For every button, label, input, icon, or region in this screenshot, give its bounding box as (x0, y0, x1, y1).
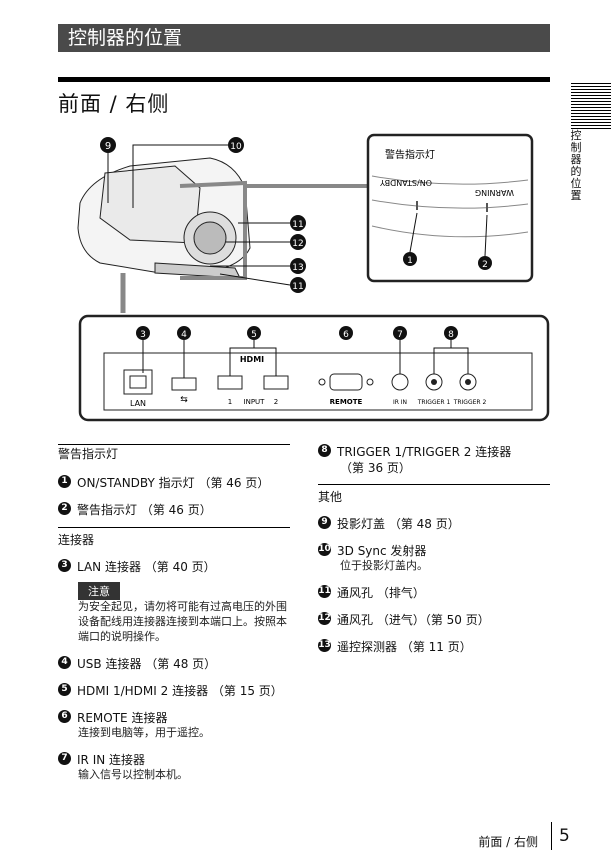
footer-section-name: 前面 / 右侧 (478, 835, 538, 849)
note-badge: 注意 (78, 580, 120, 600)
svg-text:IR IN: IR IN (393, 399, 407, 406)
svg-text:TRIGGER 2: TRIGGER 2 (453, 399, 487, 406)
svg-text:12: 12 (292, 239, 303, 249)
svg-text:2: 2 (482, 260, 488, 270)
section-other: 其他 (318, 490, 343, 504)
svg-text:3: 3 (140, 330, 146, 340)
callout-10: 10 (132, 137, 244, 208)
warning-indicator-inset: 警告指示灯 ON/STANDBY WARNING 1 2 (366, 133, 534, 283)
svg-text:REMOTE: REMOTE (330, 398, 363, 406)
item-7-desc: 输入信号以控制本机。 (78, 768, 188, 781)
item-8-page: （第 36 页） (340, 461, 411, 475)
svg-text:5: 5 (251, 330, 257, 340)
svg-text:9: 9 (105, 141, 111, 152)
page-number: 5 (559, 826, 570, 846)
svg-text:11: 11 (292, 282, 303, 292)
svg-text:1: 1 (228, 398, 232, 406)
item-6-desc: 连接到电脑等，用于遥控。 (78, 726, 210, 739)
side-tab-stripes (571, 83, 611, 129)
rule (58, 527, 290, 528)
svg-text:8: 8 (448, 330, 454, 340)
callout-11-top: 11 (238, 215, 306, 231)
svg-text:13: 13 (292, 263, 303, 273)
item-10-desc: 位于投影灯盖内。 (340, 559, 428, 572)
section-banner: 控制器的位置 (58, 24, 550, 52)
side-tab-label: 控制器的位置 (570, 129, 582, 202)
page-heading: 前面 / 右侧 (58, 92, 170, 116)
heading-rule (58, 77, 550, 82)
projector-diagram: 9 10 11 12 13 11 警告指示灯 ON/STANDBY WARNIN… (77, 133, 550, 422)
left-column: 警告指示灯 (58, 445, 290, 462)
svg-text:ON/STANDBY: ON/STANDBY (380, 178, 432, 187)
svg-text:INPUT: INPUT (244, 398, 266, 406)
svg-text:6: 6 (343, 330, 349, 340)
note-text: 为安全起见，请勿将可能有过高电压的外围设备配线用连接器连接到本端口上。按照本端口… (78, 600, 287, 643)
rule (58, 444, 290, 445)
svg-text:LAN: LAN (130, 399, 146, 408)
connector-panel: LAN ⇆ HDMI 1 INPUT 2 REMOTE IR IN TRIGGE… (78, 314, 550, 422)
section-warning-lights: 警告指示灯 (58, 447, 119, 461)
callout-11-bottom: 11 (219, 273, 306, 293)
svg-text:HDMI: HDMI (240, 355, 264, 364)
svg-text:10: 10 (230, 142, 242, 152)
footer-rule (551, 822, 552, 850)
svg-text:2: 2 (274, 398, 278, 406)
svg-text:4: 4 (181, 330, 187, 340)
projector-illustration (77, 157, 370, 313)
svg-text:7: 7 (397, 330, 403, 340)
svg-text:TRIGGER 1: TRIGGER 1 (417, 399, 451, 406)
svg-text:11: 11 (292, 220, 303, 230)
svg-text:警告指示灯: 警告指示灯 (385, 148, 435, 161)
callout-13: 13 (210, 258, 306, 274)
svg-text:⇆: ⇆ (180, 395, 188, 405)
svg-text:WARNING: WARNING (475, 188, 514, 197)
callout-9: 9 (100, 137, 116, 203)
svg-text:1: 1 (407, 256, 413, 266)
callout-12: 12 (226, 234, 306, 250)
section-connectors: 连接器 (58, 533, 95, 547)
rule (318, 484, 550, 485)
